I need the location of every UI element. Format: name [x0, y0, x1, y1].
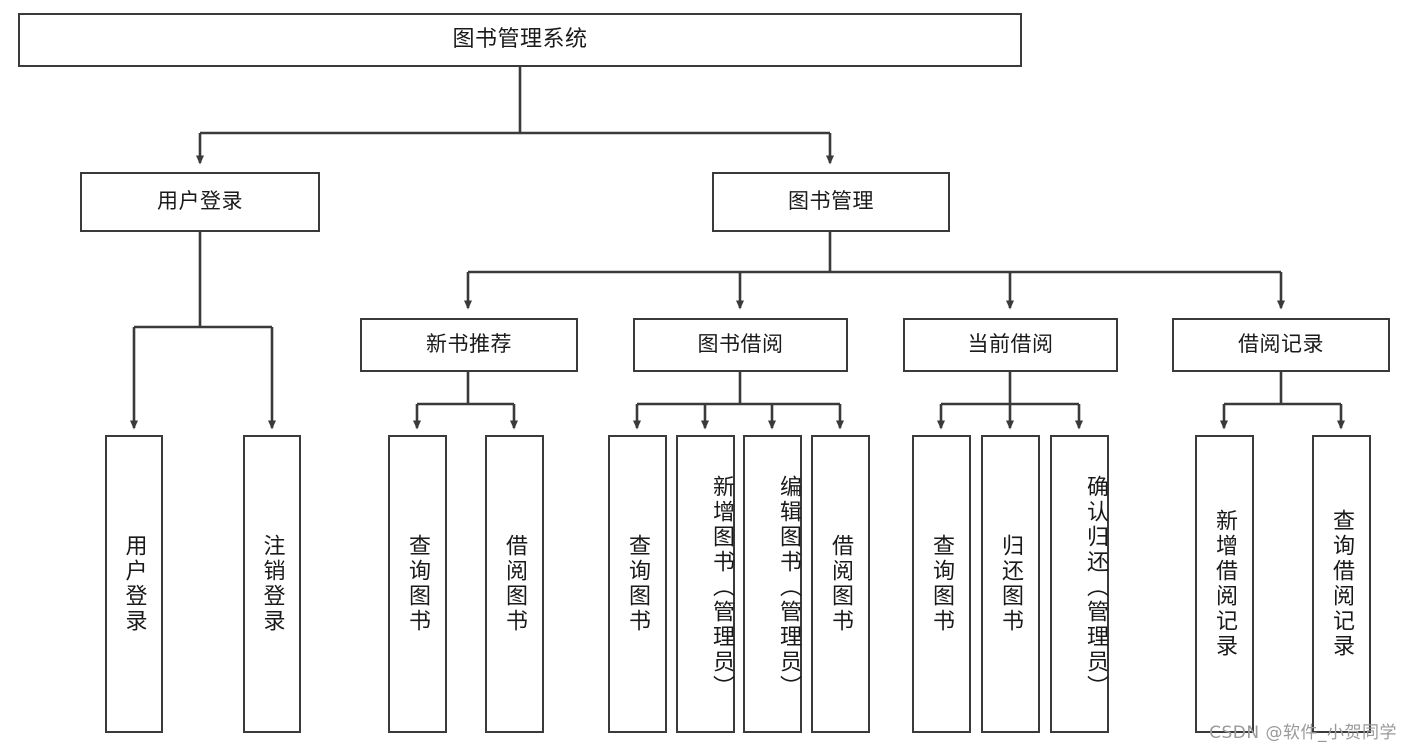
leaf-label: 查询图书 — [625, 534, 651, 634]
leaf-book-borrow-borrow[interactable]: 借阅图书 — [811, 435, 870, 733]
node-user-login[interactable]: 用户登录 — [80, 172, 320, 232]
leaf-label: 借阅图书 — [828, 534, 854, 634]
leaf-label: 编辑图书（管理员） — [776, 474, 801, 700]
node-current-borrow[interactable]: 当前借阅 — [903, 318, 1118, 372]
leaf-book-borrow-edit[interactable]: 编辑图书（管理员） — [743, 435, 802, 733]
leaf-borrow-record-query[interactable]: 查询借阅记录 — [1312, 435, 1371, 733]
leaf-label: 新增借阅记录 — [1212, 509, 1238, 659]
leaf-book-borrow-query[interactable]: 查询图书 — [608, 435, 667, 733]
leaf-book-borrow-add[interactable]: 新增图书（管理员） — [676, 435, 735, 733]
leaf-label: 注销登录 — [259, 534, 285, 634]
leaf-current-borrow-confirm-return[interactable]: 确认归还（管理员） — [1050, 435, 1109, 733]
leaf-label: 查询图书 — [929, 534, 955, 634]
node-book-management[interactable]: 图书管理 — [712, 172, 950, 232]
leaf-label: 确认归还（管理员） — [1083, 474, 1108, 700]
leaf-user-login-login[interactable]: 用户登录 — [105, 435, 163, 733]
leaf-label: 借阅图书 — [502, 534, 528, 634]
leaf-label: 用户登录 — [121, 534, 147, 634]
leaf-current-borrow-query[interactable]: 查询图书 — [912, 435, 971, 733]
leaf-label: 查询图书 — [405, 534, 431, 634]
node-root-system[interactable]: 图书管理系统 — [18, 13, 1022, 67]
leaf-label: 查询借阅记录 — [1329, 509, 1355, 659]
leaf-label: 归还图书 — [998, 534, 1024, 634]
leaf-new-book-query[interactable]: 查询图书 — [388, 435, 447, 733]
leaf-user-login-logout[interactable]: 注销登录 — [243, 435, 301, 733]
node-new-book-recommend[interactable]: 新书推荐 — [360, 318, 578, 372]
leaf-new-book-borrow[interactable]: 借阅图书 — [485, 435, 544, 733]
node-book-borrow[interactable]: 图书借阅 — [633, 318, 848, 372]
leaf-current-borrow-return[interactable]: 归还图书 — [981, 435, 1040, 733]
leaf-borrow-record-add[interactable]: 新增借阅记录 — [1195, 435, 1254, 733]
node-borrow-record[interactable]: 借阅记录 — [1172, 318, 1390, 372]
leaf-label: 新增图书（管理员） — [709, 474, 734, 700]
csdn-watermark: CSDN @软件_小贺同学 — [1209, 723, 1397, 743]
